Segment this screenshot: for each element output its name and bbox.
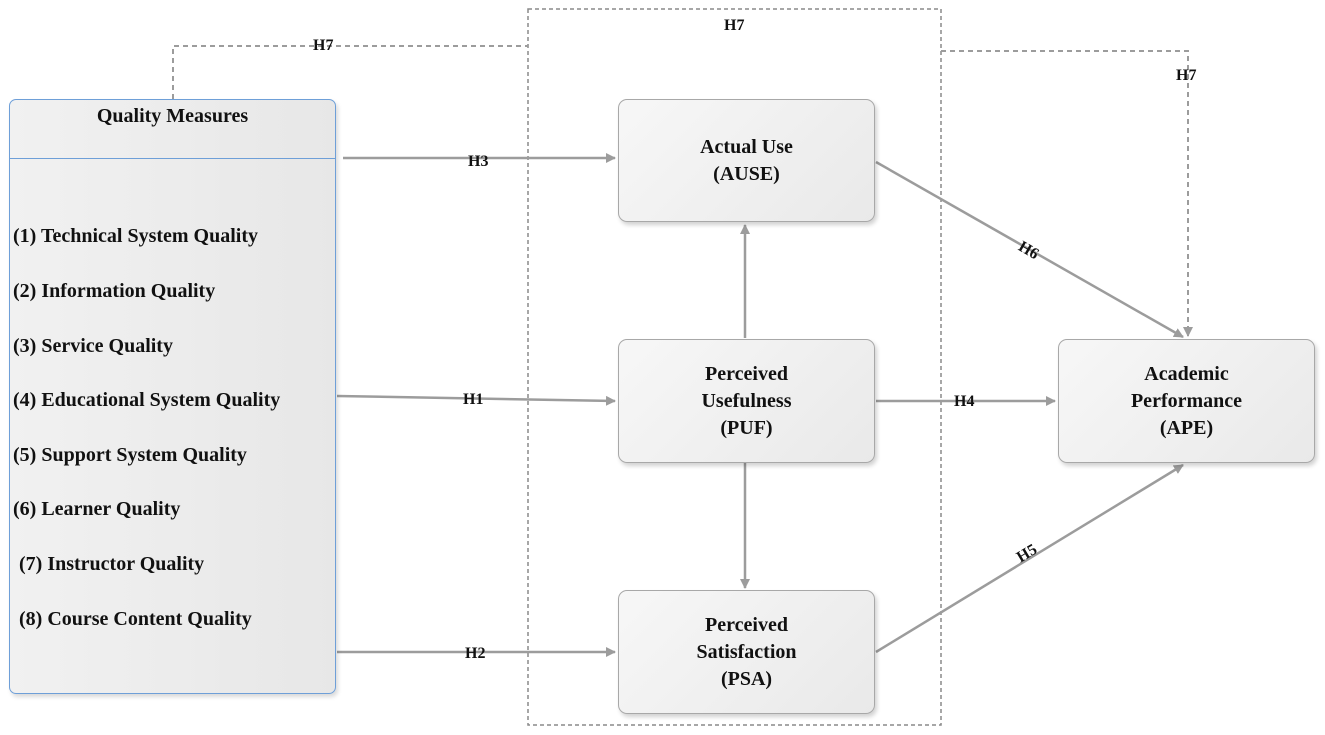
academic-performance-node: Academic Performance (APE) — [1058, 339, 1315, 463]
quality-item-service: (3) Service Quality — [13, 335, 173, 357]
quality-item-educational-system: (4) Educational System Quality — [13, 389, 281, 411]
perceived-satisfaction-line3: (PSA) — [720, 667, 773, 690]
quality-measures-divider — [10, 158, 335, 159]
arrow-h5 — [875, 463, 1184, 654]
actual-use-line1: Actual Use — [700, 135, 793, 158]
quality-item-course-content: (8) Course Content Quality — [19, 608, 252, 630]
label-h3: H3 — [468, 153, 489, 170]
academic-performance-line1: Academic — [1144, 362, 1229, 385]
label-h4: H4 — [954, 393, 975, 410]
perceived-usefulness-line2: Usefulness — [701, 389, 792, 412]
perceived-satisfaction-line1: Perceived — [705, 613, 788, 636]
quality-item-information: (2) Information Quality — [13, 280, 216, 302]
perceived-usefulness-line1: Perceived — [705, 362, 788, 385]
perceived-satisfaction-node: Perceived Satisfaction (PSA) — [618, 590, 875, 714]
quality-item-learner: (6) Learner Quality — [13, 498, 181, 520]
h7-left-dashed-path — [172, 45, 528, 99]
quality-item-technical-system: (1) Technical System Quality — [13, 225, 259, 247]
actual-use-node: Actual Use (AUSE) — [618, 99, 875, 222]
perceived-usefulness-line3: (PUF) — [720, 416, 773, 439]
label-h7-right: H7 — [1176, 67, 1197, 84]
perceived-usefulness-node: Perceived Usefulness (PUF) — [618, 339, 875, 463]
academic-performance-line3: (APE) — [1159, 416, 1214, 439]
academic-performance-line2: Performance — [1130, 389, 1243, 412]
h7-right-dashed-path — [941, 50, 1193, 337]
label-h7-left: H7 — [313, 37, 334, 54]
mediator-dashed-frame — [527, 8, 942, 726]
label-h7-top: H7 — [724, 17, 745, 34]
quality-measures-title: Quality Measures — [96, 105, 249, 127]
quality-item-support-system: (5) Support System Quality — [13, 444, 247, 466]
quality-item-instructor: (7) Instructor Quality — [19, 553, 205, 575]
perceived-satisfaction-line2: Satisfaction — [696, 640, 797, 663]
arrow-h1 — [336, 394, 616, 406]
label-h2: H2 — [465, 645, 486, 662]
arrow-h6 — [875, 160, 1184, 339]
actual-use-line2: (AUSE) — [713, 162, 780, 185]
label-h1: H1 — [463, 391, 484, 408]
quality-measures-box: Quality Measures (1) Technical System Qu… — [9, 99, 336, 694]
